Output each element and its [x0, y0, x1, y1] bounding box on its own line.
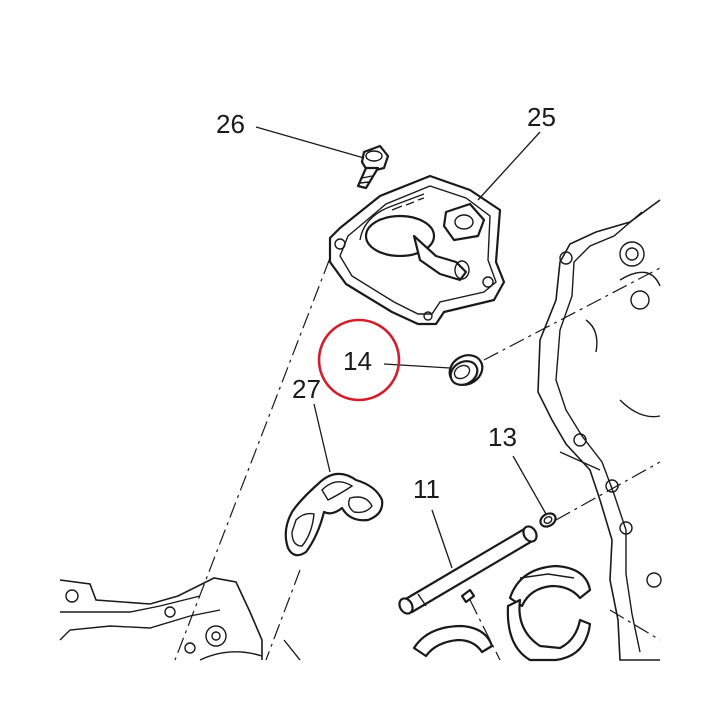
callout-26: 26	[216, 109, 245, 139]
engine-case-right	[537, 199, 662, 661]
pin	[460, 588, 476, 604]
part-26-bolt	[356, 144, 390, 190]
leader-25	[477, 131, 541, 201]
part-14-seal	[448, 354, 484, 386]
assembly-axes	[174, 231, 661, 661]
callout-11: 11	[413, 474, 440, 504]
leader-26	[255, 126, 365, 159]
part-25-cover	[328, 174, 506, 326]
callout-27: 27	[292, 374, 321, 404]
callout-25: 25	[527, 102, 556, 132]
leader-lines	[255, 126, 547, 569]
bearing-shells	[412, 564, 592, 662]
highlight-circle-14	[317, 318, 401, 402]
leader-11	[431, 509, 453, 569]
engine-case-left	[59, 577, 301, 661]
part-11-shaft	[398, 525, 538, 615]
leader-27	[313, 403, 331, 473]
part-13-o-ring	[539, 512, 557, 528]
leader-13	[512, 455, 547, 515]
callout-labels: 26 25 14 27 13 11	[216, 102, 556, 504]
leader-14	[383, 363, 451, 369]
callout-14: 14	[343, 346, 372, 376]
part-27-gasket	[284, 472, 384, 557]
callout-13: 13	[488, 422, 517, 452]
